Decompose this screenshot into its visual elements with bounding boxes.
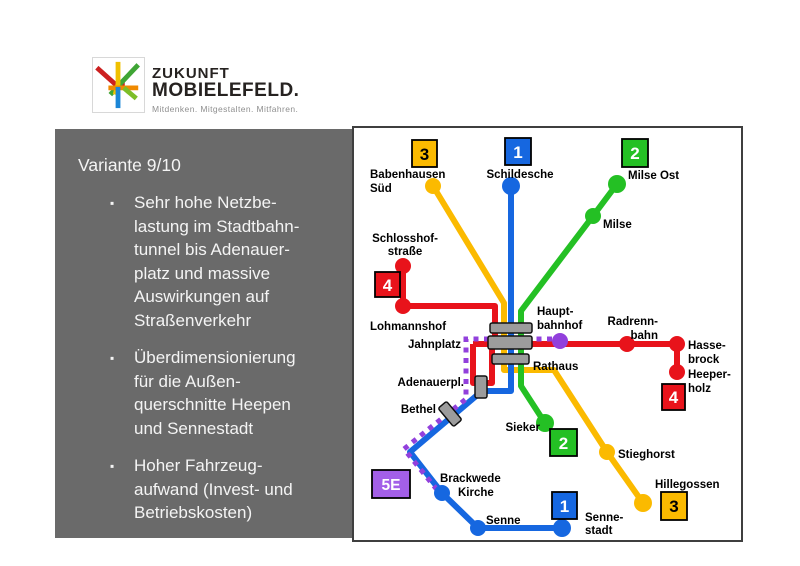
badge-1-top xyxy=(504,137,532,166)
badge-4-left xyxy=(374,271,401,298)
label-hassebrock: Hasse- xyxy=(688,340,726,352)
station-dot-hillegossen xyxy=(634,494,652,512)
station-dot-lohmannshof xyxy=(395,298,411,314)
network-logo-icon xyxy=(92,57,145,113)
station-dot-hassebrock xyxy=(669,336,685,352)
station-labels: Babenhausen Süd Schildesche Milse Ost Mi… xyxy=(370,169,731,537)
bullet-marker: ▪ xyxy=(110,459,115,473)
svg-text:1: 1 xyxy=(513,143,522,162)
label-radrennbahn: Radrenn- xyxy=(608,316,659,328)
bullet-text: Überdimensionierung für die Außen- quers… xyxy=(134,348,296,438)
badge-2-sieker xyxy=(549,428,578,457)
svg-text:Kirche: Kirche xyxy=(458,487,494,499)
bullet-marker: ▪ xyxy=(110,196,115,210)
badge-4-right xyxy=(661,383,686,411)
svg-text:bahn: bahn xyxy=(631,330,658,342)
station-dot-schlosshofstrasse xyxy=(395,258,411,274)
station-dot-schildesche xyxy=(502,177,520,195)
svg-text:3: 3 xyxy=(420,145,429,164)
label-brackwede-kirche: Brackwede xyxy=(440,473,501,485)
jahnplatz-bar xyxy=(487,335,533,350)
svg-text:2: 2 xyxy=(559,434,568,453)
svg-text:straße: straße xyxy=(388,246,423,258)
label-milse-ost: Milse Ost xyxy=(628,170,679,182)
logo-line2: MOBIELEFELD. xyxy=(152,80,300,101)
svg-text:2: 2 xyxy=(630,144,639,163)
adenauerplatz-bar xyxy=(474,375,488,399)
label-rathaus: Rathaus xyxy=(533,361,578,373)
badge-2-top xyxy=(621,138,649,168)
station-dot-sieker xyxy=(536,414,554,432)
bullet-netzbelastung: ▪ Sehr hohe Netzbe- lastung im Stadtbahn… xyxy=(110,191,352,332)
station-dot-sennestadt xyxy=(553,519,571,537)
logo-line1: ZUKUNFT xyxy=(152,65,230,82)
variant-text-panel: Variante 9/10 ▪ Sehr hohe Netzbe- lastun… xyxy=(55,129,352,538)
line-badge-numbers: 3 1 2 4 4 2 1 3 5E xyxy=(382,143,679,516)
bullet-marker: ▪ xyxy=(110,351,115,365)
svg-text:4: 4 xyxy=(383,276,393,295)
interchange-bars xyxy=(438,322,533,427)
rathaus-bar xyxy=(491,353,530,365)
label-lohmannshof: Lohmannshof xyxy=(370,321,446,333)
svg-text:holz: holz xyxy=(688,383,711,395)
badge-5e xyxy=(371,469,411,499)
station-dot-babenhausen xyxy=(425,178,441,194)
bullet-text: Hoher Fahrzeug- aufwand (Invest- und Bet… xyxy=(134,456,293,522)
badge-3-top xyxy=(411,139,438,168)
label-hillegossen: Hillegossen xyxy=(655,479,720,491)
logo-text: ZUKUNFT MOBIELEFELD. Mitdenken. Mitgesta… xyxy=(152,57,299,114)
network-map: 3 1 2 4 4 2 1 3 5E Babenhausen Süd Schil… xyxy=(352,126,743,542)
bullet-text: Sehr hohe Netzbe- lastung im Stadtbahn- … xyxy=(134,193,300,330)
label-stieghorst: Stieghorst xyxy=(618,449,675,461)
bethel-bar xyxy=(438,401,462,427)
label-sieker: Sieker xyxy=(505,422,540,434)
station-dot-radrennbahn xyxy=(619,336,635,352)
line-3-yellow xyxy=(430,184,646,505)
app-logo: ZUKUNFT MOBIELEFELD. Mitdenken. Mitgesta… xyxy=(92,57,299,114)
bullet-fahrzeugaufwand: ▪ Hoher Fahrzeug- aufwand (Invest- und B… xyxy=(110,454,352,525)
station-dot-stieghorst xyxy=(599,444,615,460)
svg-text:5E: 5E xyxy=(382,477,401,494)
station-dot-brackwede-kirche xyxy=(434,485,450,501)
station-dot-milse-ost xyxy=(608,175,626,193)
line-2-green xyxy=(518,182,620,425)
label-babenhausen: Babenhausen xyxy=(370,169,445,181)
svg-text:1: 1 xyxy=(560,497,569,516)
badge-1-sennestadt xyxy=(551,491,578,520)
station-dot-senne xyxy=(470,520,486,536)
station-dot-heeperholz xyxy=(669,364,685,380)
svg-text:bahnhof: bahnhof xyxy=(537,320,583,332)
svg-text:3: 3 xyxy=(669,497,678,516)
label-senne: Senne xyxy=(486,515,521,527)
line-5e-endpoint-circle xyxy=(552,333,568,349)
label-hauptbahnhof: Haupt- xyxy=(537,306,574,318)
label-sennestadt: Senne- xyxy=(585,512,624,524)
svg-text:Süd: Süd xyxy=(370,183,392,195)
label-jahnplatz: Jahnplatz xyxy=(408,339,461,351)
svg-text:brock: brock xyxy=(688,354,720,366)
label-bethel: Bethel xyxy=(401,404,436,416)
variant-title: Variante 9/10 xyxy=(78,155,181,175)
label-heeperholz: Heeper- xyxy=(688,369,731,381)
svg-text:4: 4 xyxy=(669,388,679,407)
hauptbahnhof-bar xyxy=(489,322,533,334)
label-milse: Milse xyxy=(603,219,632,231)
line-badges xyxy=(371,137,688,521)
station-dot-milse xyxy=(585,208,601,224)
bullet-ueberdimensionierung: ▪ Überdimensionierung für die Außen- que… xyxy=(110,346,352,440)
svg-text:stadt: stadt xyxy=(585,525,613,537)
label-schlosshofstrasse: Schlosshof- xyxy=(372,233,438,245)
logo-tagline: Mitdenken. Mitgestalten. Mitfahren. xyxy=(152,104,299,114)
label-adenauerplatz: Adenauerpl. xyxy=(398,377,464,389)
badge-3-hillegossen xyxy=(660,491,688,521)
label-schildesche: Schildesche xyxy=(486,169,553,181)
station-dots xyxy=(395,175,685,537)
